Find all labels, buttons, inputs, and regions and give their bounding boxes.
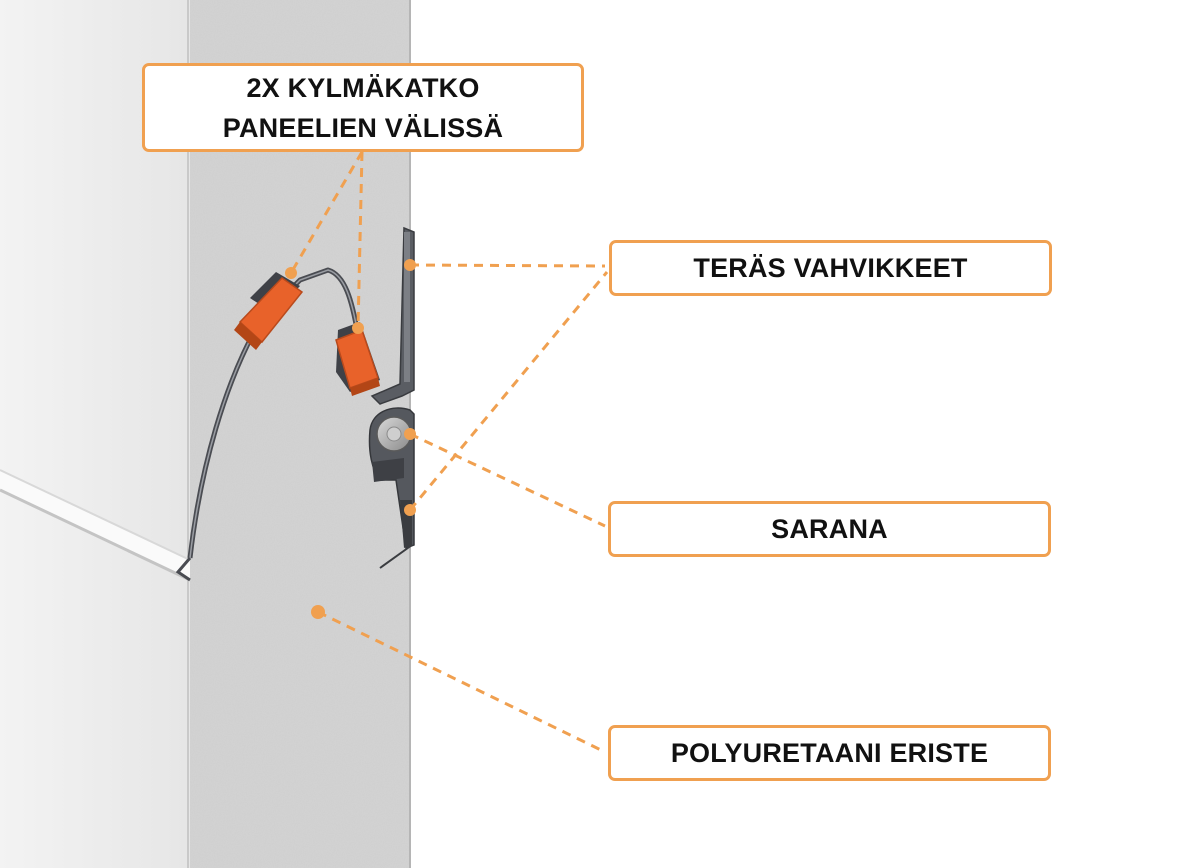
callout-steel-reinforcements-label: TERÄS VAHVIKKEET (693, 252, 968, 283)
leader-dots (285, 259, 416, 619)
leader-insulation (317, 610, 606, 754)
callout-thermal-break: 2X KYLMÄKATKO PANEELIEN VÄLISSÄ (142, 63, 584, 152)
thermal-break-2 (335, 322, 380, 396)
thermal-break-1 (234, 272, 304, 350)
callout-thermal-break-line2: PANEELIEN VÄLISSÄ (222, 112, 504, 143)
dot-steel-bottom (404, 504, 416, 516)
leader-thermal-break-2 (356, 151, 364, 329)
callout-thermal-break-line1: 2X KYLMÄKATKO (246, 72, 480, 103)
dot-thermal-break-1 (285, 267, 297, 279)
leader-lines (289, 151, 609, 754)
steel-reinforcement-plate (370, 226, 415, 405)
dot-insulation (311, 605, 325, 619)
leader-thermal-break-1 (289, 151, 364, 274)
leader-steel-bottom (408, 271, 609, 511)
hinge-assembly (368, 407, 415, 569)
dot-steel-top (404, 259, 416, 271)
callout-steel-reinforcements: TERÄS VAHVIKKEET (609, 240, 1052, 296)
dot-hinge (404, 428, 416, 440)
callout-insulation-label: POLYURETAANI ERISTE (670, 737, 989, 768)
leader-hinge (409, 432, 606, 528)
callout-hinge: SARANA (608, 501, 1051, 557)
dot-thermal-break-2 (352, 322, 364, 334)
callout-insulation: POLYURETAANI ERISTE (608, 725, 1051, 781)
leader-steel-top (409, 263, 606, 268)
callout-hinge-label: SARANA (771, 513, 888, 544)
